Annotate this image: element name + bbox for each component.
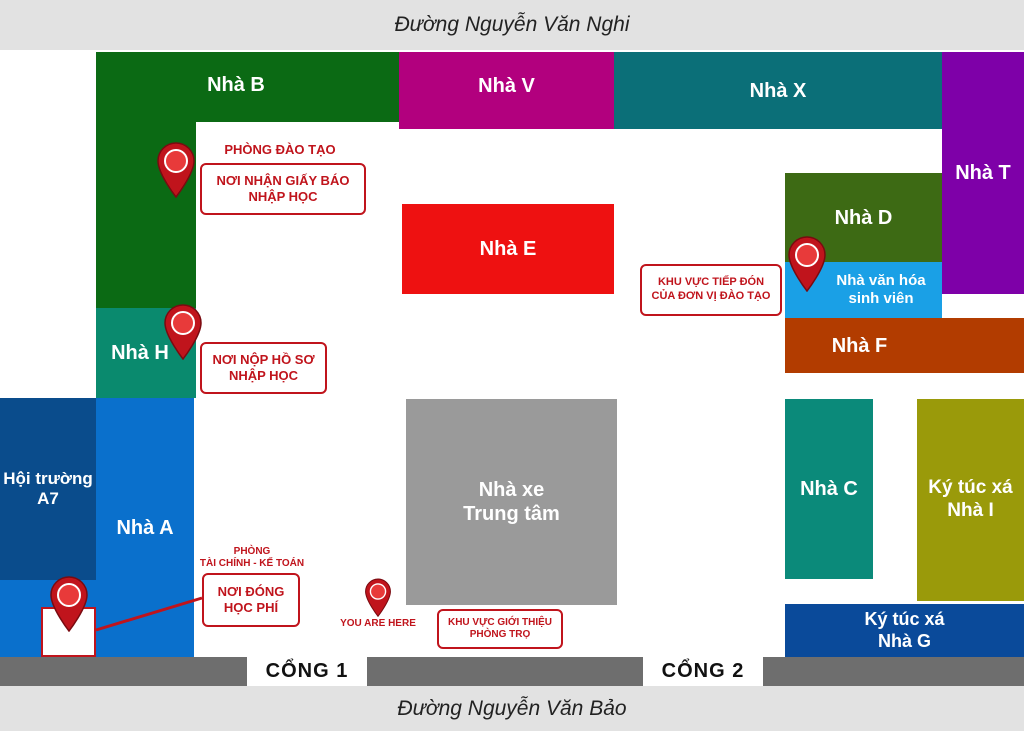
pin-you-are-here[interactable] xyxy=(362,577,394,617)
you-are-here-label: YOU ARE HERE xyxy=(340,618,416,629)
nha-x[interactable]: Nhà X xyxy=(614,52,942,129)
nha-h-label: Nhà H xyxy=(111,342,169,364)
nha-e[interactable]: Nhà E xyxy=(402,204,614,294)
wall-segment-west xyxy=(0,657,247,686)
pin-pay-fees[interactable] xyxy=(48,574,90,632)
nha-c[interactable]: Nhà C xyxy=(785,399,873,579)
pay-fees-text: NƠI ĐÓNG HỌC PHÍ xyxy=(217,583,285,615)
nha-van-hoa[interactable]: Nhà văn hóa sinh viên xyxy=(820,262,942,318)
gate-2-label: CỔNG 2 xyxy=(661,660,745,682)
training-office-label: PHÒNG ĐÀO TẠO xyxy=(224,142,336,157)
road-bottom-label: Đường Nguyễn Văn Bảo xyxy=(397,696,627,720)
admission-notice-text: NƠI NHẬN GIẤY BÁO NHẬP HỌC xyxy=(216,172,350,204)
submit-docs-text: NƠI NỘP HỒ SƠ NHẬP HỌC xyxy=(212,351,315,383)
nha-v-label: Nhà V xyxy=(478,74,535,97)
ky-tuc-xa-nha-g[interactable]: Ký túc xá Nhà G xyxy=(785,604,1024,657)
wall-segment-east xyxy=(763,657,1024,686)
nha-d-label: Nhà D xyxy=(834,207,893,229)
nha-xe-trung-tam[interactable]: Nhà xe Trung tâm xyxy=(406,399,617,605)
nha-van-hoa-label: Nhà văn hóa sinh viên xyxy=(836,272,926,307)
nha-f[interactable]: Nhà F xyxy=(785,318,1024,373)
housing-info-text: KHU VỰC GIỚI THIỆU PHÒNG TRỌ xyxy=(447,616,553,641)
map-pin-icon xyxy=(164,304,202,360)
wall-segment-middle xyxy=(367,657,643,686)
nha-xe-label: Nhà xe Trung tâm xyxy=(463,479,560,525)
road-bottom: Đường Nguyễn Văn Bảo xyxy=(0,686,1024,731)
gate-1[interactable]: CỔNG 1 xyxy=(247,657,367,686)
map-pin-icon xyxy=(788,236,826,292)
pin-submit-docs[interactable] xyxy=(162,302,204,360)
gate-2[interactable]: CỔNG 2 xyxy=(643,657,763,686)
admission-notice-callout[interactable]: NƠI NHẬN GIẤY BÁO NHẬP HỌC xyxy=(200,163,366,215)
nha-f-label: Nhà F xyxy=(831,334,888,357)
nha-a-label: Nhà A xyxy=(116,516,174,539)
nha-b-label: Nhà B xyxy=(207,74,265,96)
reception-callout[interactable]: KHU VỰC TIẾP ĐÓN CỦA ĐƠN VỊ ĐÀO TẠO xyxy=(640,264,782,316)
ky-tuc-xa-nha-i[interactable]: Ký túc xá Nhà I xyxy=(917,399,1024,601)
map-pin-icon xyxy=(50,576,88,632)
ky-tuc-xa-i-label: Ký túc xá Nhà I xyxy=(928,477,1013,521)
reception-text: KHU VỰC TIẾP ĐÓN CỦA ĐƠN VỊ ĐÀO TẠO xyxy=(651,276,771,302)
housing-info-callout[interactable]: KHU VỰC GIỚI THIỆU PHÒNG TRỌ xyxy=(437,609,563,649)
nha-c-label: Nhà C xyxy=(800,478,858,500)
hoi-truong-label: Hội trường A7 xyxy=(3,468,93,508)
pin-admission-notice[interactable] xyxy=(155,140,197,198)
map-pin-icon xyxy=(365,578,391,617)
submit-docs-callout[interactable]: NƠI NỘP HỒ SƠ NHẬP HỌC xyxy=(200,342,327,394)
nha-x-label: Nhà X xyxy=(749,79,807,102)
nha-v[interactable]: Nhà V xyxy=(399,52,614,129)
gate-1-label: CỔNG 1 xyxy=(265,660,349,682)
fee-connector-line xyxy=(95,596,203,632)
nha-t[interactable]: Nhà T xyxy=(942,52,1024,294)
road-top-label: Đường Nguyễn Văn Nghi xyxy=(394,13,630,36)
pin-reception[interactable] xyxy=(786,234,828,292)
map-pin-icon xyxy=(157,142,195,198)
ky-tuc-xa-g-label: Ký túc xá Nhà G xyxy=(864,608,945,651)
nha-e-label: Nhà E xyxy=(479,238,537,260)
road-top: Đường Nguyễn Văn Nghi xyxy=(0,0,1024,50)
nha-t-label: Nhà T xyxy=(955,162,1011,184)
finance-office-label: PHÒNG TÀI CHÍNH - KẾ TOÁN xyxy=(199,546,305,569)
hoi-truong-a7[interactable]: Hội trường A7 xyxy=(0,398,96,580)
pay-fees-callout[interactable]: NƠI ĐÓNG HỌC PHÍ xyxy=(202,573,300,627)
